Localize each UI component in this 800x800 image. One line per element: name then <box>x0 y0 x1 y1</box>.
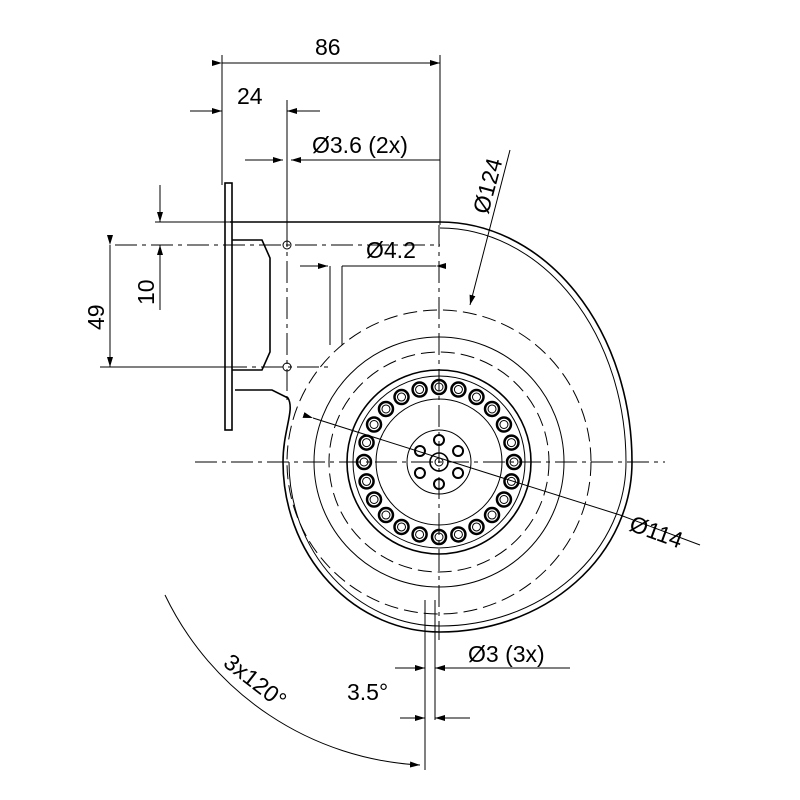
hub-hole <box>413 467 426 479</box>
impeller-hole <box>503 434 520 451</box>
impeller-hole-inner <box>487 404 497 414</box>
impeller-hole <box>355 453 373 471</box>
impeller-hole-inner <box>397 522 406 532</box>
impeller-hole-inner <box>369 420 379 429</box>
impeller-hole-inner <box>434 532 444 542</box>
impeller-hole <box>411 526 428 543</box>
impeller-hole-inner <box>369 495 379 504</box>
impeller-hole-inner <box>506 438 516 448</box>
impeller-hole-inner <box>453 529 463 539</box>
impeller-hole-inner <box>415 529 425 539</box>
impeller-hole <box>377 400 395 418</box>
impeller-hole <box>430 528 448 546</box>
dim-49: 49 <box>83 304 109 330</box>
impeller-hole-inner <box>509 457 519 467</box>
impeller-hole <box>430 378 448 396</box>
impeller-hole <box>450 381 467 398</box>
dim-hole-3: Ø3 (3x) <box>468 641 545 667</box>
impeller-hole <box>468 388 485 406</box>
impeller-hole-inner <box>362 476 372 486</box>
impeller-hole-inner <box>381 404 391 414</box>
dim-10: 10 <box>133 279 159 305</box>
hub-hole <box>452 445 465 457</box>
impeller-hole <box>495 416 513 433</box>
inlet-ring <box>313 336 565 588</box>
impeller-hole <box>468 518 485 536</box>
impeller-hole <box>393 388 410 406</box>
impeller-hole <box>503 473 520 490</box>
impeller-hole <box>365 491 383 508</box>
impeller-hole <box>495 491 513 508</box>
motor-flange <box>224 182 292 431</box>
hub <box>406 429 472 495</box>
impeller-hole <box>450 526 467 543</box>
dim-angle-3-5: 3.5° <box>347 679 388 705</box>
impeller-hole-inner <box>506 476 516 486</box>
dim-hole-3-6: Ø3.6 (2x) <box>312 132 408 158</box>
impeller-holes <box>355 378 523 546</box>
dimension-lines <box>100 55 701 770</box>
impeller-hole-inner <box>472 522 481 532</box>
dim-hole-4-2: Ø4.2 <box>366 237 416 263</box>
impeller-hole <box>358 473 375 490</box>
hub-hole <box>433 478 445 490</box>
impeller-hole <box>358 434 375 451</box>
dim-114: Ø114 <box>626 510 686 553</box>
hub-hole <box>452 467 465 479</box>
impeller-hole-inner <box>359 457 369 467</box>
impeller-hole-inner <box>362 438 372 448</box>
dim-24: 24 <box>237 83 263 109</box>
impeller-hole-inner <box>381 510 391 520</box>
impeller-hole <box>483 506 501 524</box>
impeller-hole <box>377 506 395 524</box>
dim-86: 86 <box>315 34 341 60</box>
impeller-hole-inner <box>434 382 444 392</box>
impeller-hole <box>411 381 428 398</box>
centerlines <box>115 225 665 640</box>
hub-hole <box>413 445 426 457</box>
impeller-hole-inner <box>397 392 406 402</box>
impeller-hole-inner <box>453 385 463 395</box>
housing-scroll <box>230 221 633 633</box>
impeller-hole-inner <box>499 495 509 504</box>
dim-angle-120: 3x120° <box>219 648 292 713</box>
dim-124: Ø124 <box>468 155 508 216</box>
impeller-hole <box>365 416 383 433</box>
impeller-outline <box>286 309 592 615</box>
impeller-hole <box>393 518 410 536</box>
hub-hole <box>433 434 445 446</box>
impeller-hole-inner <box>472 392 481 402</box>
impeller-hole-inner <box>487 510 497 520</box>
impeller-hole <box>505 453 523 471</box>
impeller-hole-inner <box>499 420 509 429</box>
impeller-hole-inner <box>415 385 425 395</box>
impeller-hole <box>483 400 501 418</box>
